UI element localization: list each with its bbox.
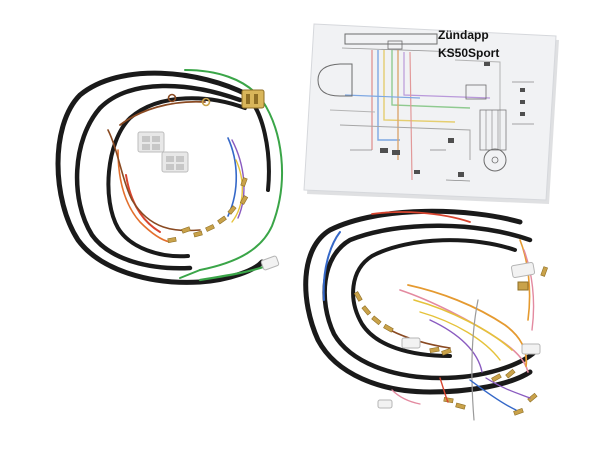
- schematic-drawing: [317, 33, 534, 182]
- right-harness: [303, 208, 548, 421]
- card-title-brand: Zündapp: [438, 28, 489, 42]
- left-harness: [55, 69, 283, 285]
- connector-clips: [137, 131, 189, 173]
- wiring-diagram-card: Zündapp KS50Sport: [303, 23, 559, 204]
- card-title-model: KS50Sport: [438, 46, 499, 60]
